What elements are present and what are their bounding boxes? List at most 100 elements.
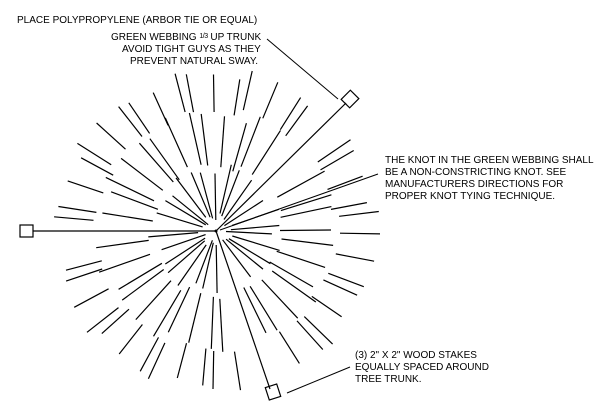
- branch-stroke: [280, 206, 332, 218]
- branch-stroke: [121, 269, 165, 301]
- guy-line-southeast: [215, 230, 271, 390]
- branch-stroke: [98, 253, 151, 273]
- branch-stroke: [190, 172, 211, 218]
- branch-stroke: [242, 70, 253, 111]
- branch-stroke: [118, 106, 143, 137]
- branch-stroke: [174, 73, 186, 113]
- branch-stroke: [135, 280, 172, 321]
- branch-stroke: [156, 212, 203, 228]
- branch-stroke: [277, 170, 325, 198]
- branch-stroke: [139, 337, 160, 372]
- branch-stroke: [327, 175, 363, 190]
- branch-stroke: [118, 262, 163, 290]
- branch-stroke: [335, 253, 375, 262]
- branch-stroke: [212, 74, 215, 113]
- branch-stroke: [215, 244, 218, 294]
- branch-stroke: [232, 123, 247, 172]
- note-knot-line-3: MANUFACTURERS DIRECTIONS FOR: [385, 179, 564, 190]
- wood-stake-northeast: [340, 89, 360, 109]
- branch-stroke: [320, 149, 355, 171]
- branch-stroke: [262, 82, 279, 119]
- branch-stroke: [223, 179, 253, 220]
- branch-stroke: [185, 74, 195, 113]
- guy-line-northeast: [215, 102, 347, 232]
- branch-stroke: [149, 138, 180, 181]
- branch-stroke: [280, 194, 332, 212]
- branch-canopy: [54, 70, 381, 391]
- wood-stake-southeast: [264, 383, 282, 401]
- branch-stroke: [200, 113, 209, 166]
- branch-stroke: [243, 287, 267, 334]
- branch-stroke: [225, 230, 272, 235]
- branch-stroke: [202, 242, 214, 289]
- branch-stroke: [195, 240, 213, 284]
- branch-stroke: [67, 180, 104, 194]
- note-webbing-fraction: 1/3: [199, 33, 208, 40]
- branch-stroke: [323, 279, 358, 296]
- branch-stroke: [269, 261, 314, 288]
- leader-lines: [219, 38, 379, 394]
- branch-stroke: [219, 164, 232, 214]
- branch-stroke: [303, 316, 334, 345]
- branch-stroke: [188, 293, 202, 343]
- branch-stroke: [317, 139, 351, 163]
- branch-stroke: [339, 232, 381, 235]
- branch-stroke: [96, 239, 149, 249]
- branch-stroke: [175, 177, 207, 218]
- branch-stroke: [220, 116, 226, 168]
- branch-stroke: [80, 157, 114, 176]
- note-webbing-line-2: GREEN WEBBING 1/3 UP TRUNK: [111, 31, 261, 44]
- branch-stroke: [188, 112, 202, 165]
- branch-stroke: [279, 229, 332, 232]
- branch-stroke: [214, 173, 217, 221]
- branch-stroke: [224, 199, 264, 227]
- guy-lines: [33, 102, 347, 390]
- branch-stroke: [58, 205, 97, 213]
- branch-stroke: [212, 350, 215, 390]
- wood-stake-west: [19, 224, 34, 238]
- branch-stroke: [86, 307, 119, 333]
- note-webbing-line-3: AVOID TIGHT GUYS AS THEY: [122, 44, 261, 55]
- branch-stroke: [164, 117, 188, 168]
- branch-stroke: [164, 237, 206, 265]
- leader-webbing-to-stake: [266, 38, 339, 100]
- branch-stroke: [339, 210, 379, 217]
- branch-stroke: [219, 298, 224, 352]
- branch-stroke: [233, 351, 242, 391]
- branch-stroke: [147, 342, 166, 380]
- branch-stroke: [73, 288, 109, 308]
- branch-stroke: [278, 331, 300, 364]
- branch-stroke: [172, 195, 209, 226]
- branch-stroke: [167, 240, 206, 274]
- branch-stroke: [176, 343, 188, 379]
- branch-stroke: [281, 238, 334, 246]
- branch-stroke: [249, 285, 278, 331]
- branch-stroke: [152, 92, 169, 126]
- branch-stroke: [296, 320, 324, 350]
- branch-stroke: [228, 238, 271, 265]
- branch-stroke: [225, 238, 264, 270]
- branch-stroke: [233, 79, 241, 116]
- branch-stroke: [77, 142, 112, 166]
- branch-stroke: [276, 250, 326, 268]
- branch-stroke: [148, 232, 199, 238]
- branch-stroke: [118, 324, 143, 355]
- note-webbing-line-4: PREVENT NATURAL SWAY.: [130, 56, 258, 67]
- branch-stroke: [330, 202, 368, 210]
- branch-stroke: [222, 239, 252, 278]
- branch-stroke: [261, 279, 299, 319]
- branch-stroke: [152, 289, 182, 337]
- branch-stroke: [101, 308, 130, 335]
- branch-stroke: [210, 296, 214, 349]
- branch-stroke: [165, 200, 207, 226]
- branch-stroke: [102, 212, 153, 222]
- note-webbing-line-2-prefix: GREEN WEBBING: [111, 32, 197, 43]
- branch-stroke: [120, 157, 164, 191]
- branch-stroke: [177, 244, 207, 286]
- tree-trunk-center: [214, 229, 218, 233]
- branch-stroke: [54, 216, 94, 221]
- branch-stroke: [110, 191, 159, 210]
- branch-stroke: [65, 268, 103, 282]
- branch-stroke: [328, 272, 365, 288]
